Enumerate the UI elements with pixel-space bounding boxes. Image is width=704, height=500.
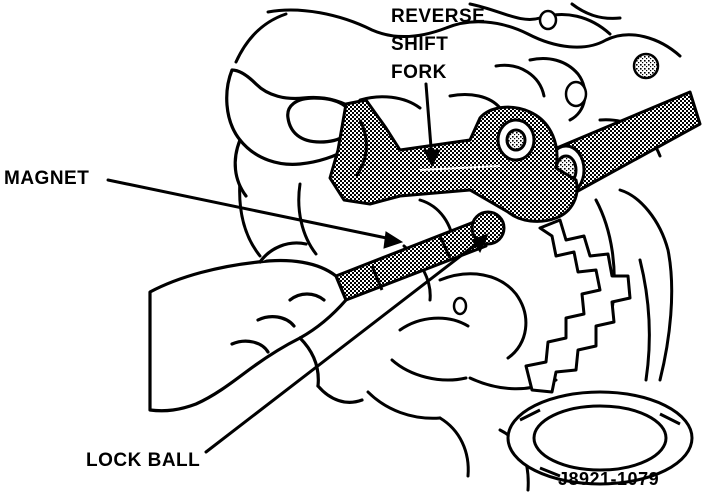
magnet-label: MAGNET: [4, 168, 90, 189]
reverse-shift-fork-label-line2: SHIFT: [391, 34, 449, 55]
case-holes: [452, 9, 660, 316]
magnet-rod: [331, 220, 488, 302]
lower-hand: [148, 241, 364, 413]
magnet-leader: [106, 178, 398, 242]
reverse-fork-arrowhead: [423, 149, 441, 168]
lock-ball: [470, 210, 506, 246]
reverse-shift-fork-label-line3: FORK: [391, 62, 447, 83]
lock-ball-label: LOCK BALL: [86, 450, 201, 471]
reverse-fork-leader: [424, 82, 434, 162]
lock-ball-arrowhead: [471, 233, 489, 254]
leader-arrowheads: [383, 149, 489, 254]
reverse-shift-fork: [328, 98, 579, 223]
figure-id: J8921-1079: [558, 469, 660, 489]
reverse-shift-fork-label-line1: REVERSE: [391, 6, 486, 27]
lock-ball-leader: [204, 236, 486, 454]
gear-hub: [506, 390, 694, 486]
gear-teeth: [524, 218, 632, 394]
leader-lines: [106, 82, 486, 454]
magnet-arrowhead: [383, 231, 404, 249]
upper-hand: [225, 68, 358, 198]
